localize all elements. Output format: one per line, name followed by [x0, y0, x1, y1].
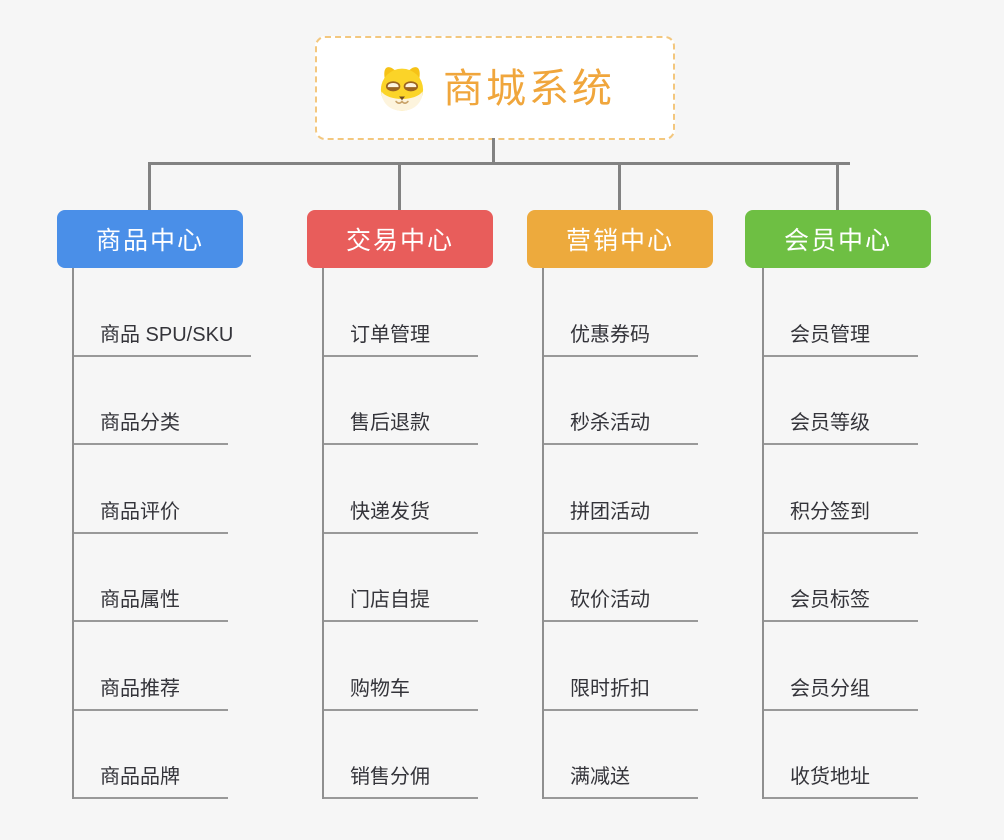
leaf-node[interactable]: 会员标签	[764, 534, 918, 622]
leaf-label: 限时折扣	[544, 672, 698, 711]
leaf-node[interactable]: 优惠券码	[544, 268, 698, 357]
root-node-label: 商城系统	[443, 67, 615, 111]
branch-label: 会员中心	[783, 227, 892, 255]
leaf-label: 商品属性	[74, 583, 228, 622]
leaf-label: 收货地址	[764, 760, 918, 799]
connector-drop-members	[836, 162, 839, 210]
leaf-label: 商品推荐	[74, 672, 228, 711]
leaf-label: 售后退款	[324, 406, 478, 445]
leaf-label: 优惠券码	[544, 318, 698, 357]
doge-icon	[380, 67, 424, 111]
leaf-label: 销售分佣	[324, 760, 478, 799]
branch-label: 商品中心	[95, 227, 204, 255]
leaf-label: 秒杀活动	[544, 406, 698, 445]
leaf-node[interactable]: 门店自提	[324, 534, 478, 622]
leaf-node[interactable]: 满减送	[544, 711, 698, 799]
connector-horizontal-bar	[148, 162, 850, 165]
leaf-column-product-center: 商品 SPU/SKU 商品分类 商品评价 商品属性 商品推荐 商品品牌	[72, 268, 252, 799]
leaf-label: 满减送	[544, 760, 698, 799]
leaf-label: 会员等级	[764, 406, 918, 445]
leaf-node[interactable]: 商品推荐	[74, 622, 251, 711]
connector-drop-trade	[398, 162, 401, 210]
leaf-node[interactable]: 秒杀活动	[544, 357, 698, 445]
leaf-node[interactable]: 商品评价	[74, 445, 251, 534]
leaf-node[interactable]: 限时折扣	[544, 622, 698, 711]
leaf-node[interactable]: 拼团活动	[544, 445, 698, 534]
leaf-node[interactable]: 会员分组	[764, 622, 918, 711]
leaf-label: 商品评价	[74, 495, 228, 534]
leaf-node[interactable]: 商品 SPU/SKU	[74, 268, 252, 357]
leaf-node[interactable]: 砍价活动	[544, 534, 698, 622]
leaf-node[interactable]: 商品分类	[74, 357, 251, 445]
leaf-node[interactable]: 购物车	[324, 622, 478, 711]
leaf-label: 会员标签	[764, 583, 918, 622]
connector-drop-products	[148, 162, 151, 210]
leaf-node[interactable]: 商品品牌	[74, 711, 251, 799]
root-node-mall-system[interactable]: 商城系统	[315, 36, 675, 140]
connector-drop-marketing	[618, 162, 621, 210]
branch-node-member-center[interactable]: 会员中心	[745, 210, 931, 268]
leaf-label: 购物车	[324, 672, 478, 711]
leaf-column-trade-center: 订单管理 售后退款 快递发货 门店自提 购物车 销售分佣	[322, 268, 478, 799]
leaf-node[interactable]: 会员等级	[764, 357, 918, 445]
leaf-label: 砍价活动	[544, 583, 698, 622]
branch-node-marketing-center[interactable]: 营销中心	[527, 210, 713, 268]
leaf-column-marketing-center: 优惠券码 秒杀活动 拼团活动 砍价活动 限时折扣 满减送	[542, 268, 698, 799]
leaf-node[interactable]: 收货地址	[764, 711, 918, 799]
leaf-label: 快递发货	[324, 495, 478, 534]
leaf-label: 拼团活动	[544, 495, 698, 534]
leaf-label: 门店自提	[324, 583, 478, 622]
branch-label: 营销中心	[565, 227, 674, 255]
leaf-label: 商品 SPU/SKU	[74, 318, 252, 357]
branch-node-product-center[interactable]: 商品中心	[57, 210, 243, 268]
leaf-node[interactable]: 快递发货	[324, 445, 478, 534]
leaf-node[interactable]: 售后退款	[324, 357, 478, 445]
leaf-label: 商品品牌	[74, 760, 228, 799]
leaf-label: 订单管理	[324, 318, 478, 357]
leaf-column-member-center: 会员管理 会员等级 积分签到 会员标签 会员分组 收货地址	[762, 268, 918, 799]
leaf-node[interactable]: 销售分佣	[324, 711, 478, 799]
leaf-label: 会员管理	[764, 318, 918, 357]
branch-node-trade-center[interactable]: 交易中心	[307, 210, 493, 268]
branch-label: 交易中心	[345, 227, 454, 255]
leaf-label: 积分签到	[764, 495, 918, 534]
leaf-label: 会员分组	[764, 672, 918, 711]
leaf-label: 商品分类	[74, 406, 228, 445]
leaf-node[interactable]: 订单管理	[324, 268, 478, 357]
leaf-node[interactable]: 积分签到	[764, 445, 918, 534]
leaf-node[interactable]: 会员管理	[764, 268, 918, 357]
connector-root-stem	[492, 138, 495, 164]
leaf-node[interactable]: 商品属性	[74, 534, 251, 622]
